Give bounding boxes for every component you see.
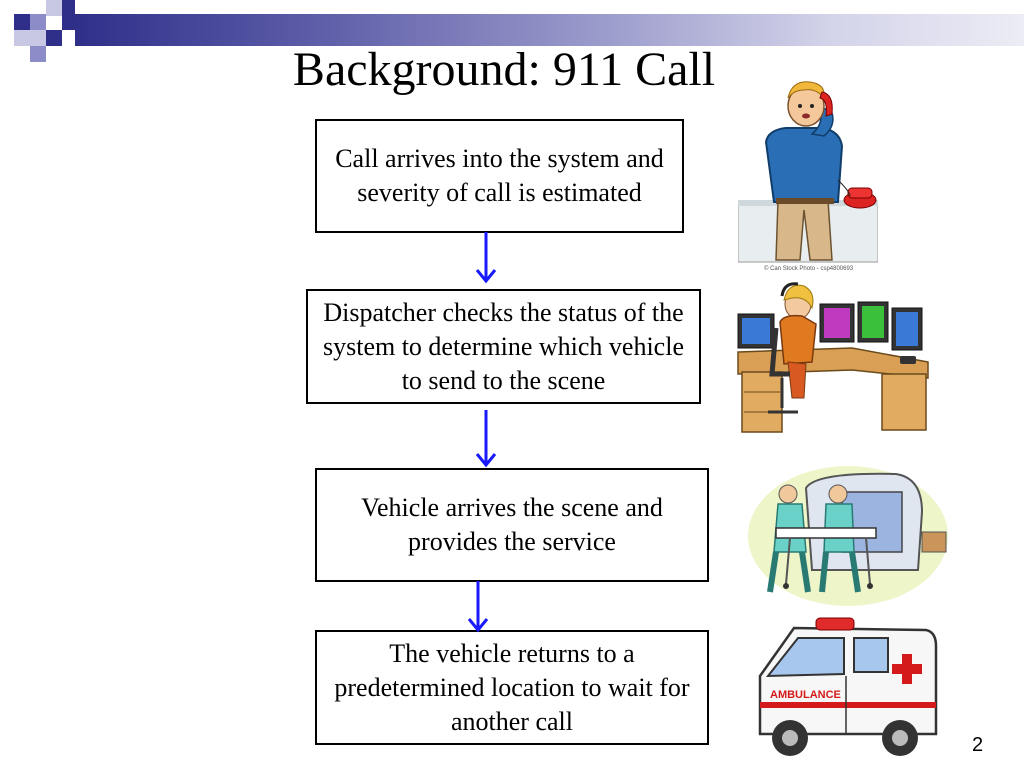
deco-square: [30, 46, 46, 62]
deco-square: [46, 0, 62, 16]
slide-title: Background: 911 Call: [292, 43, 716, 96]
stock-photo-caption: © Can Stock Photo - csp4800693: [764, 265, 854, 272]
flow-step-dispatcher-checks: Dispatcher checks the status of the syst…: [306, 289, 701, 404]
ambulance-illustration: AMBULANCE: [758, 617, 938, 756]
deco-square: [62, 0, 75, 30]
flow-arrow: [475, 232, 497, 284]
flow-step-vehicle-returns: The vehicle returns to a predetermined l…: [315, 630, 709, 745]
caller-on-phone-illustration: © Can Stock Photo - csp4800693: [738, 81, 878, 272]
flow-step-label: Vehicle arrives the scene and provides t…: [361, 493, 663, 556]
deco-square: [30, 14, 46, 30]
flow-step-label: The vehicle returns to a predetermined l…: [334, 638, 690, 736]
flow-step-label: Dispatcher checks the status of the syst…: [322, 297, 684, 395]
flow-step-vehicle-arrives: Vehicle arrives the scene and provides t…: [315, 468, 709, 582]
paramedics-with-stretcher-illustration: [748, 466, 948, 606]
flow-step-call-arrives: Call arrives into the system and severit…: [315, 119, 684, 233]
flow-arrow: [467, 581, 489, 633]
deco-square: [14, 14, 30, 30]
page-number: 2: [972, 734, 984, 756]
ambulance-lettering: AMBULANCE: [770, 689, 841, 701]
flow-arrow: [475, 410, 497, 468]
dispatcher-at-console-illustration: [737, 282, 929, 433]
deco-square: [46, 30, 62, 46]
flow-step-label: Call arrives into the system and severit…: [335, 144, 664, 207]
header-gradient-bar: [75, 14, 1024, 46]
deco-square: [14, 30, 30, 46]
deco-square: [30, 30, 46, 46]
